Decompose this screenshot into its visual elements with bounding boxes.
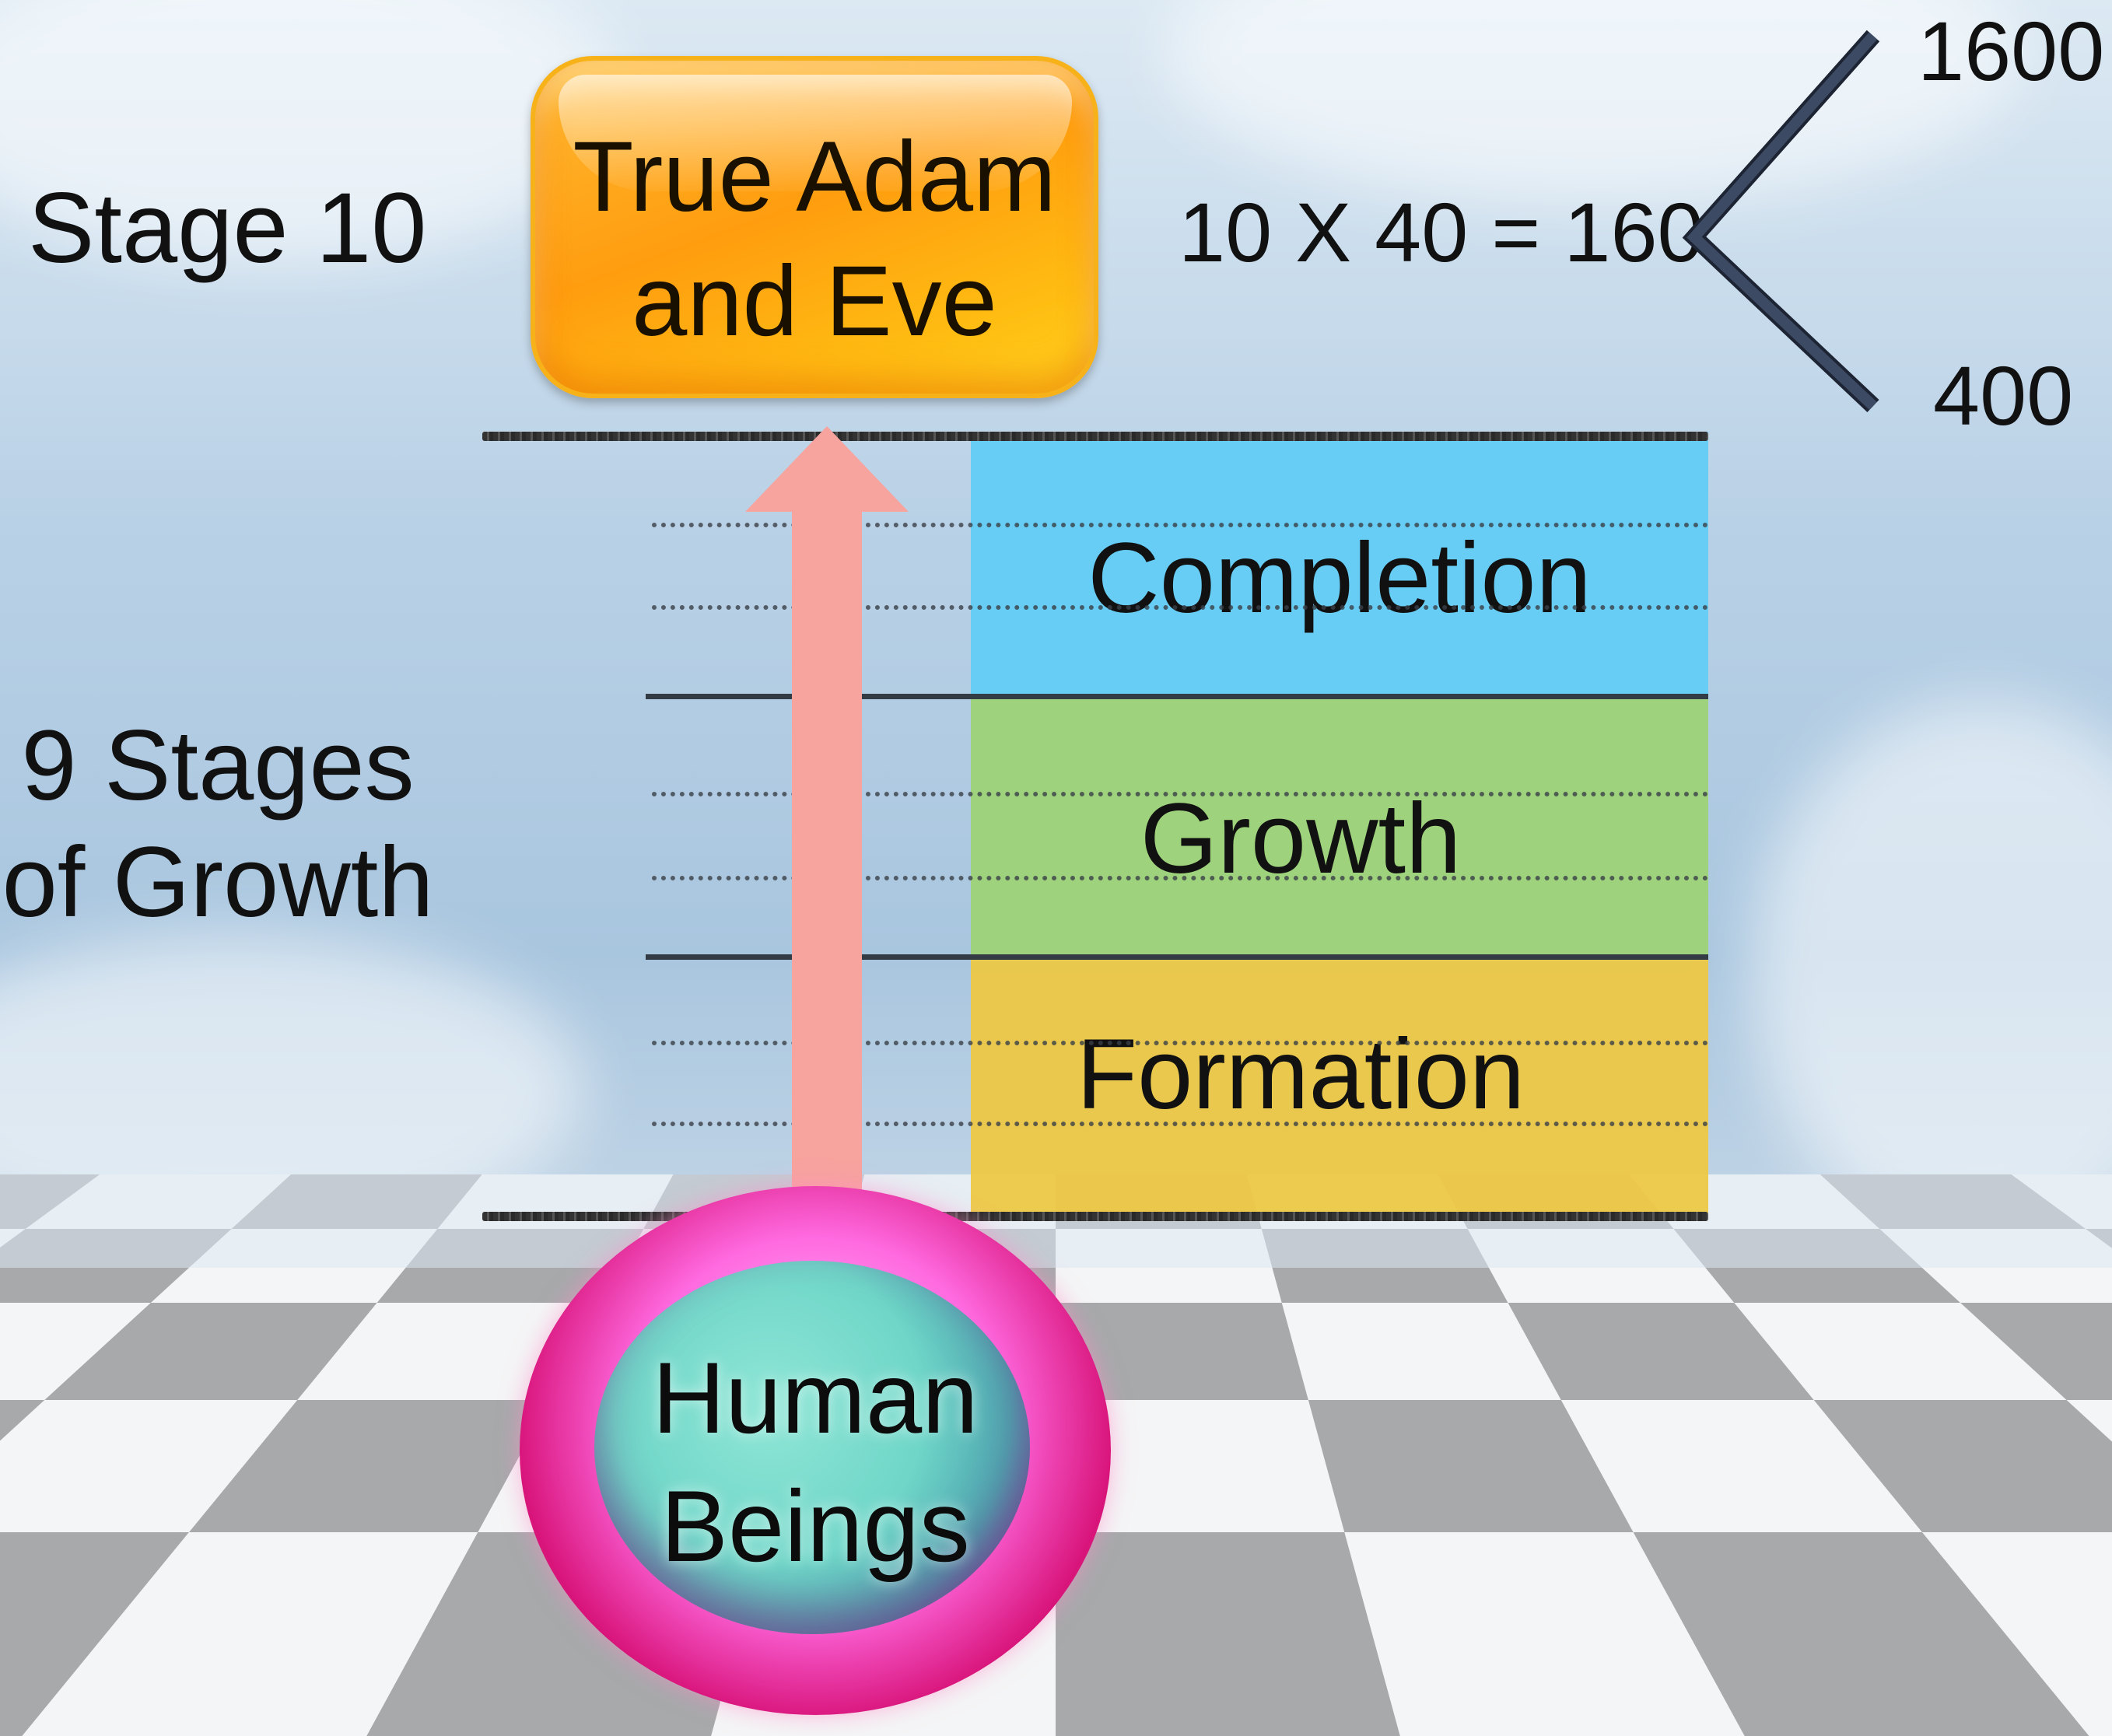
floor-tile <box>22 1532 478 1736</box>
floor-tile <box>1508 1303 1814 1400</box>
stage-divider-dotted <box>652 605 1708 610</box>
nine-stages-label: 9 Stages of Growth <box>2 710 434 938</box>
top-boundary-line <box>482 432 1708 441</box>
floor-tile <box>1056 1532 1400 1736</box>
band-completion-label: Completion <box>1088 523 1592 634</box>
floor-tile <box>1921 1532 2112 1736</box>
floor-tile <box>1813 1400 2112 1532</box>
stage-divider-dotted <box>652 1041 1708 1045</box>
sky-cloud <box>1750 700 2112 1244</box>
growth-arrow-icon <box>745 426 909 1196</box>
floor-tile <box>1560 1400 1922 1532</box>
band-completion: Completion <box>971 432 1708 696</box>
floor-tile <box>1734 1303 2067 1400</box>
floor-tile <box>2066 1400 2112 1442</box>
stage-divider-dotted <box>652 523 1708 527</box>
stage-10-label: Stage 10 <box>28 173 427 284</box>
floor-tile <box>1056 1400 1345 1532</box>
bracket-icon <box>1682 30 1880 413</box>
floor-tile <box>1633 1532 2089 1736</box>
equation-label: 10 X 40 = 160 <box>1179 185 1704 279</box>
box-gloss <box>559 75 1072 191</box>
orb-core <box>594 1261 1030 1634</box>
floor-tile <box>1960 1303 2112 1400</box>
band-growth: Growth <box>971 696 1708 957</box>
value-lower: 400 <box>1933 348 2074 443</box>
stage-divider-dotted <box>652 792 1708 796</box>
floor-tile <box>1308 1400 1634 1532</box>
human-beings-label: Human Beings <box>652 1341 979 1583</box>
human-beings-orb: Human Beings <box>520 1186 1111 1715</box>
sky-cloud <box>1167 0 2023 202</box>
value-upper: 1600 <box>1918 4 2105 98</box>
stage-divider-solid <box>646 954 1708 960</box>
floor-tile <box>1344 1532 1745 1736</box>
band-formation-label: Formation <box>1076 1019 1525 1130</box>
floor-tile <box>0 1400 298 1532</box>
floor-tile <box>297 1303 604 1400</box>
stage-divider-dotted <box>652 1122 1708 1126</box>
stage-divider-dotted <box>652 876 1708 880</box>
floor-tile <box>0 1303 151 1400</box>
band-formation: Formation <box>971 957 1708 1213</box>
floor-tile <box>44 1303 377 1400</box>
stage-divider-solid <box>646 694 1708 699</box>
floor-tile <box>1056 1303 1308 1400</box>
bottom-boundary-line <box>482 1212 1708 1221</box>
floor-tile <box>1281 1303 1561 1400</box>
floor-tile <box>189 1400 551 1532</box>
true-adam-eve-label: True Adam and Eve <box>573 121 1056 357</box>
true-adam-eve-box: True Adam and Eve <box>531 56 1098 398</box>
floor-tile <box>0 1532 190 1736</box>
